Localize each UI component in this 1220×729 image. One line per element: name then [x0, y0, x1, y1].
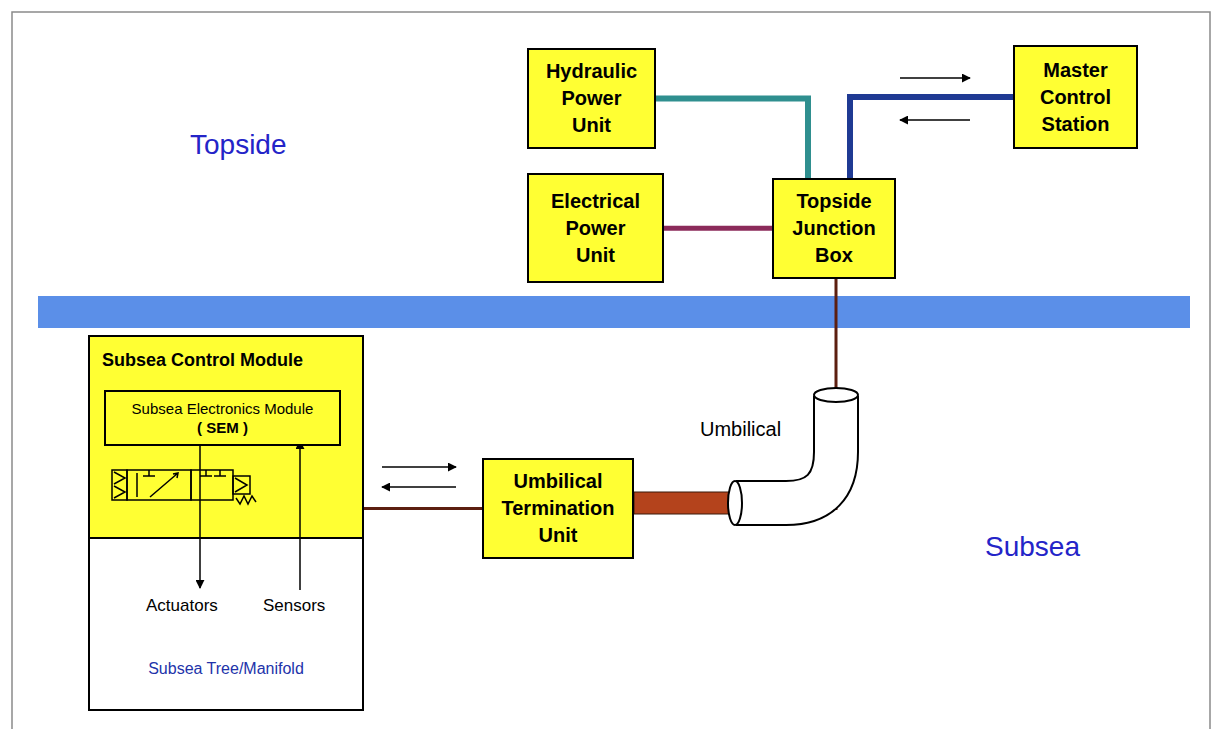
control-station-box: Master Control Station	[1013, 45, 1138, 149]
hydraulic-line	[656, 99, 808, 179]
module-fill	[88, 335, 364, 539]
box-subtitle: ( SEM )	[197, 418, 248, 437]
sensor-arrow	[299, 441, 301, 590]
area-label: Topside	[190, 129, 287, 161]
flow-arrow	[900, 77, 970, 79]
valve-symbol	[112, 470, 256, 504]
umbilical-pipe	[736, 396, 836, 503]
flow-arrow	[382, 466, 456, 468]
power-unit-box: Hydraulic Power Unit	[527, 48, 656, 149]
control-line	[364, 507, 482, 510]
box-title: Subsea Electronics Module	[132, 399, 314, 418]
signal-label: Actuators	[146, 596, 218, 616]
umbilical-stub	[634, 492, 734, 514]
termination-unit-box: Umbilical Termination Unit	[482, 458, 634, 559]
junction-box: Topside Junction Box	[772, 178, 896, 279]
box-title: Master Control Station	[1040, 57, 1111, 138]
pipe-end	[814, 388, 858, 402]
page-frame	[12, 12, 1210, 729]
box-title: Subsea Tree/Manifold	[148, 659, 304, 679]
tree-manifold-box: Subsea Tree/Manifold Subsea Control Modul…	[88, 335, 364, 711]
box-title: Electrical Power Unit	[551, 188, 640, 269]
communication-line	[850, 97, 1013, 178]
box-title: Subsea Control Module	[102, 349, 303, 371]
flow-arrow	[382, 486, 456, 488]
umbilical-pipe-outline	[736, 396, 836, 503]
box-title: Umbilical Termination Unit	[502, 468, 615, 549]
signal-label: Sensors	[263, 596, 325, 616]
pipe-end	[728, 481, 742, 525]
electrical-line	[664, 226, 772, 231]
part-label: Umbilical	[700, 418, 781, 441]
actuator-arrow	[199, 440, 201, 588]
box-title: Topside Junction Box	[792, 188, 875, 269]
power-unit-box: Electrical Power Unit	[527, 173, 664, 283]
sea-surface-band	[38, 296, 1190, 328]
flow-arrow	[900, 119, 970, 121]
umbilical-line	[634, 279, 836, 509]
electronics-module-box: Subsea Electronics Module( SEM )	[104, 390, 341, 446]
box-title: Hydraulic Power Unit	[546, 58, 637, 139]
control-module-box: Subsea Control ModuleSubsea Electronics …	[88, 335, 364, 539]
area-label: Subsea	[985, 531, 1080, 563]
